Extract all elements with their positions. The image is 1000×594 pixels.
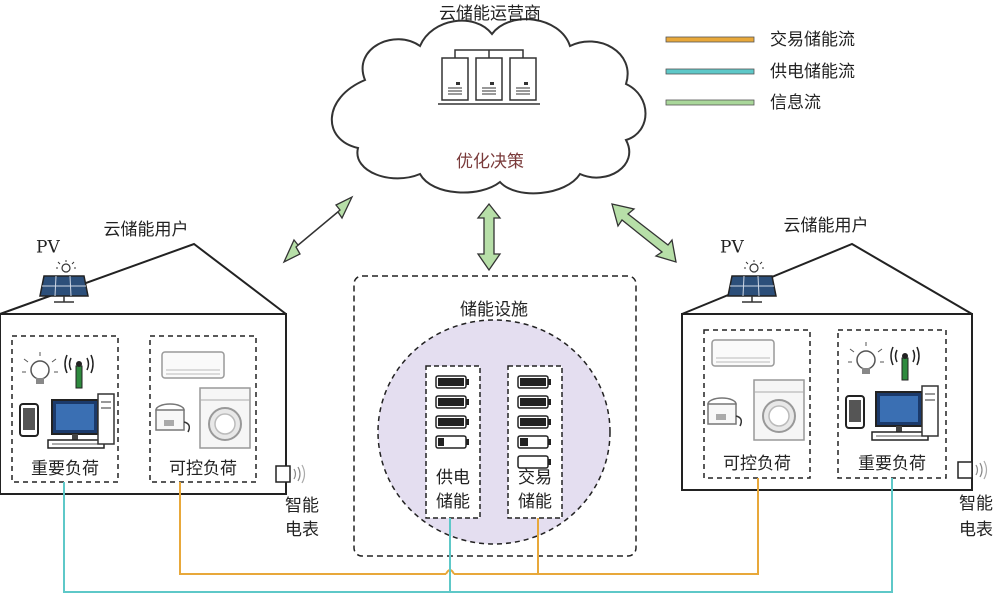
cloud-shape	[330, 18, 647, 195]
left-pv-label: PV	[36, 238, 60, 258]
left-aircon-icon	[161, 351, 225, 379]
right-washer-icon	[753, 379, 805, 441]
facility-pool	[377, 319, 611, 545]
supply-storage-label-2: 储能	[436, 492, 470, 512]
supply-storage-unit: 供电 储能	[425, 365, 481, 519]
cloud-operator: 云储能运营商 优化决策	[330, 4, 647, 195]
legend-label-supply: 供电储能流	[770, 62, 855, 82]
facility-title: 储能设施	[460, 300, 528, 320]
operator-title: 云储能运营商	[439, 4, 541, 24]
left-meter-label-2: 电表	[285, 520, 319, 540]
right-important-load-label: 重要负荷	[858, 454, 926, 474]
right-meter-label-1: 智能	[959, 494, 993, 514]
left-important-load-label: 重要负荷	[31, 459, 99, 479]
legend-item-supply: 供电储能流	[665, 62, 855, 82]
legend-item-trade: 交易储能流	[665, 30, 855, 50]
supply-storage-label-1: 供电	[436, 468, 470, 488]
left-pv-panel-icon	[39, 259, 89, 303]
trade-flow-lines	[179, 478, 759, 575]
left-user-title: 云储能用户	[104, 220, 189, 240]
left-washer-icon	[199, 387, 251, 449]
right-user-house: 云储能用户 PV 可控负荷 重要负荷 智能 电表	[681, 216, 993, 540]
right-smart-meter-icon	[957, 460, 988, 480]
left-tower-icon	[97, 393, 115, 445]
right-controllable-load-label: 可控负荷	[723, 454, 791, 474]
left-phone-icon	[19, 403, 39, 437]
right-pv-panel-icon	[727, 259, 777, 303]
right-aircon-icon	[711, 339, 775, 367]
left-controllable-load-label: 可控负荷	[169, 459, 237, 479]
info-arrow-right	[611, 203, 677, 263]
storage-facility: 储能设施 供电 储能	[353, 275, 637, 557]
server-rack-icon	[438, 49, 540, 105]
legend-label-info: 信息流	[770, 93, 821, 113]
left-user-house: 云储能用户 PV 重要负荷 可控负荷 智能 电表	[0, 220, 319, 540]
left-meter-label-1: 智能	[285, 496, 319, 516]
trade-storage-label-2: 储能	[518, 492, 552, 512]
legend-item-info: 信息流	[665, 93, 821, 113]
decision-label: 优化决策	[456, 152, 524, 172]
trade-storage-unit: 交易 储能	[507, 365, 563, 519]
info-arrow-left	[282, 195, 354, 264]
right-computer-icon	[871, 391, 929, 441]
left-smart-meter-icon	[275, 464, 306, 484]
right-user-title: 云储能用户	[784, 216, 869, 236]
right-phone-icon	[845, 395, 865, 429]
trade-storage-label-1: 交易	[518, 468, 552, 488]
left-computer-icon	[47, 399, 105, 449]
right-pv-label: PV	[720, 238, 744, 258]
right-tower-icon	[921, 385, 939, 437]
info-arrow-center	[476, 202, 502, 272]
legend: 交易储能流 供电储能流 信息流	[665, 30, 855, 113]
legend-label-trade: 交易储能流	[770, 30, 855, 50]
right-meter-label-2: 电表	[959, 520, 993, 540]
supply-flow-lines	[63, 478, 893, 593]
